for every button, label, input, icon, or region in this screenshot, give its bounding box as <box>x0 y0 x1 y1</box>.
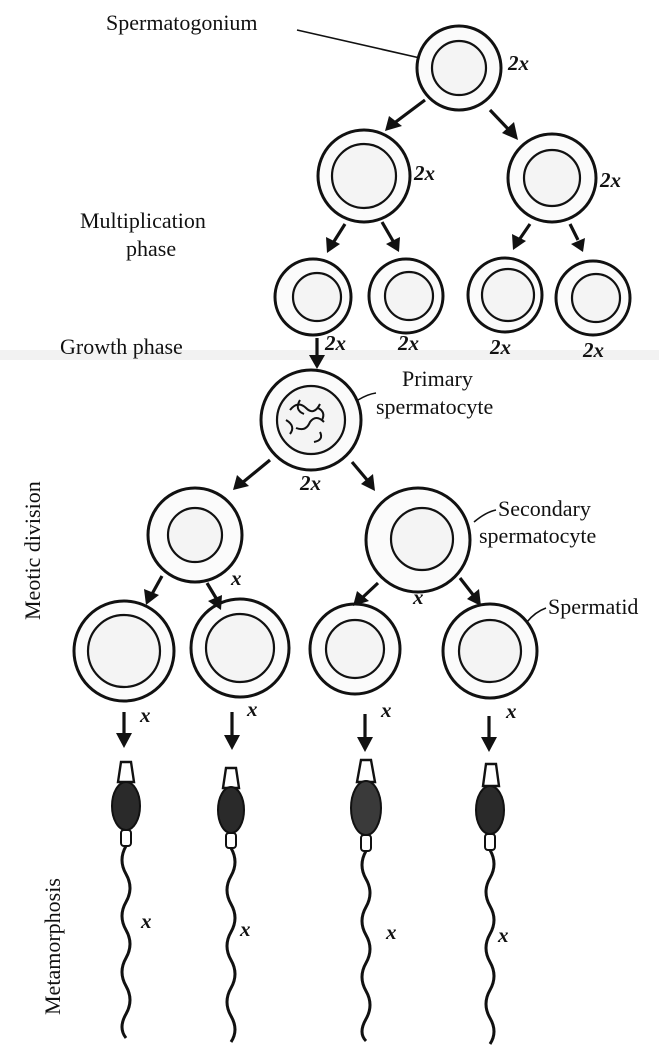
ploidy-daughter-right: 2x <box>599 168 621 192</box>
ploidy-gd-2: 2x <box>397 331 419 355</box>
label-secondary-line2: spermatocyte <box>479 523 596 548</box>
granddaughter-cell-3 <box>468 258 542 332</box>
leader-spermatid <box>527 608 546 622</box>
ploidy-sperm-4: x <box>497 923 509 947</box>
label-multiplication-line1: Multiplication <box>80 208 206 233</box>
ploidy-sperm-2: x <box>239 917 251 941</box>
primary-spermatocyte-cell <box>261 370 361 470</box>
label-growth-phase: Growth phase <box>60 334 183 359</box>
ploidy-daughter-left: 2x <box>413 161 435 185</box>
ploidy-sperm-3: x <box>385 920 397 944</box>
label-metamorphosis: Metamorphosis <box>40 878 65 1015</box>
label-primary-line2: spermatocyte <box>376 394 493 419</box>
sperm-3 <box>351 760 381 1041</box>
sperm-1 <box>112 762 140 1038</box>
sperm-2 <box>218 768 244 1042</box>
spermatogonium-cell <box>417 26 501 110</box>
spermatid-3 <box>310 604 400 694</box>
ploidy-spermatogonium: 2x <box>507 51 529 75</box>
leader-primary <box>358 393 376 400</box>
sperm-4 <box>476 764 504 1044</box>
granddaughter-cell-2 <box>369 259 443 333</box>
spermatid-2 <box>191 599 289 697</box>
label-meiotic-division: Meotic division <box>20 481 45 620</box>
ploidy-sperm-1: x <box>140 909 152 933</box>
ploidy-spermatid-4: x <box>505 699 517 723</box>
label-primary-line1: Primary <box>402 366 473 391</box>
spermatid-4 <box>443 604 537 698</box>
daughter-cell-left <box>318 130 410 222</box>
label-spermatid: Spermatid <box>548 594 638 619</box>
ploidy-gd-4: 2x <box>582 338 604 362</box>
secondary-spermatocyte-right <box>366 488 470 592</box>
leader-secondary <box>474 510 496 522</box>
spermatid-1 <box>74 601 174 701</box>
ploidy-secondary-left: x <box>230 566 242 590</box>
ploidy-gd-1: 2x <box>324 331 346 355</box>
granddaughter-cell-4 <box>556 261 630 335</box>
ploidy-spermatid-2: x <box>246 697 258 721</box>
ploidy-spermatid-1: x <box>139 703 151 727</box>
ploidy-spermatid-3: x <box>380 698 392 722</box>
secondary-spermatocyte-left <box>148 488 242 582</box>
leader-spermatogonium <box>297 30 420 58</box>
ploidy-gd-3: 2x <box>489 335 511 359</box>
granddaughter-cell-1 <box>275 259 351 335</box>
label-secondary-line1: Secondary <box>498 496 591 521</box>
ploidy-primary: 2x <box>299 471 321 495</box>
daughter-cell-right <box>508 134 596 222</box>
label-multiplication-line2: phase <box>126 236 176 261</box>
label-spermatogonium: Spermatogonium <box>106 10 258 35</box>
